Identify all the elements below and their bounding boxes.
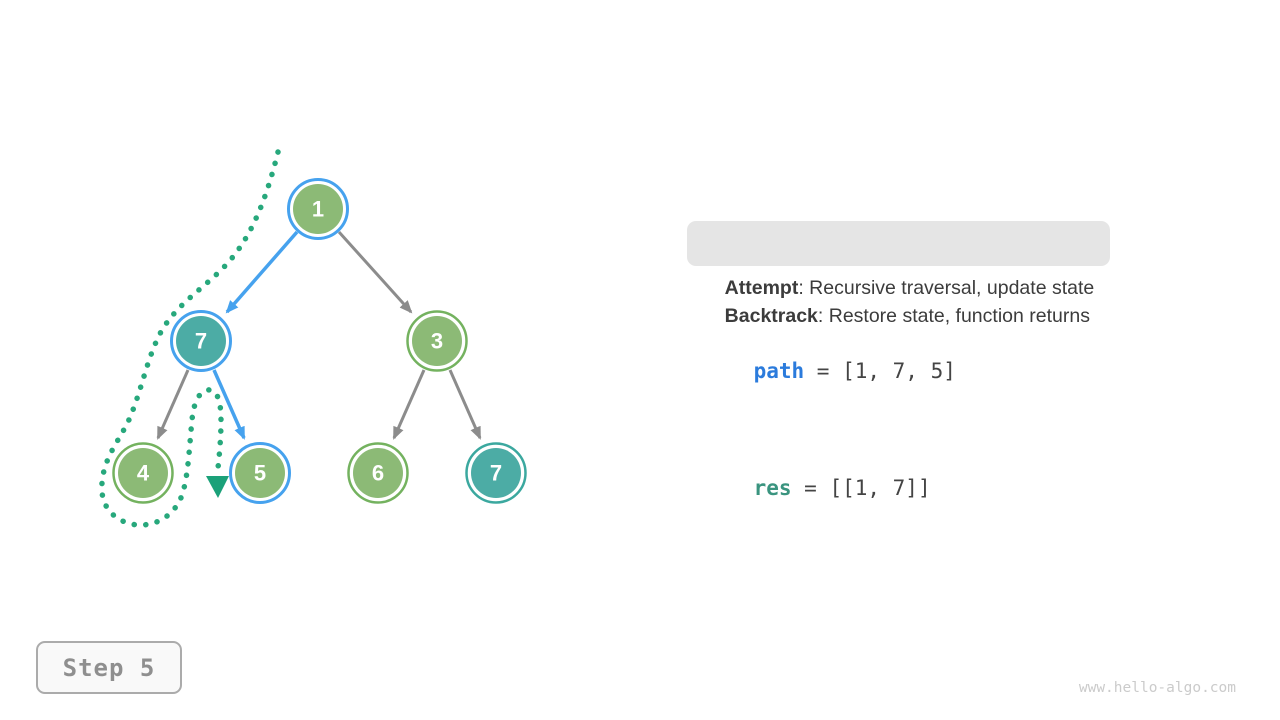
tree-node-6: 6 — [347, 442, 409, 504]
attempt-legend-badge: Attempt: Recursive traversal, update sta… — [687, 221, 1111, 299]
step-indicator: Step 5 — [36, 641, 182, 694]
attempt-label: Attempt — [724, 277, 799, 299]
tree-node-7-right-value: 7 — [490, 461, 502, 486]
site-watermark: www.hello-algo.com — [1078, 680, 1236, 696]
tree-node-3-value: 3 — [431, 329, 443, 354]
tree-node-1: 1 — [287, 178, 349, 240]
tree-node-7-left: 7 — [170, 310, 232, 372]
backtrack-trail-dotted-path — [99, 149, 281, 528]
attempt-text: : Recursive traversal, update state — [798, 277, 1095, 299]
res-variable-name: res — [753, 476, 792, 500]
edge-7-5 — [212, 369, 246, 440]
tree-node-5-value: 5 — [254, 461, 266, 486]
step-indicator-label: Step 5 — [62, 653, 156, 682]
trail-arrowhead-triangle — [206, 476, 229, 498]
res-state-line: res = [[1, 7]] — [703, 449, 931, 527]
edge-3-7 — [448, 369, 482, 440]
edge-1-3 — [337, 230, 413, 314]
backtrack-label: Backtrack — [724, 305, 818, 327]
tree-node-5: 5 — [229, 442, 291, 504]
tree-node-4-value: 4 — [137, 461, 150, 486]
backtrack-legend-line: Backtrack: Restore state, function retur… — [703, 283, 1090, 349]
path-state-line: path = [1, 7, 5] — [703, 332, 956, 410]
path-variable-name: path — [753, 359, 805, 383]
tree-node-3: 3 — [406, 310, 468, 372]
tree-node-7-right: 7 — [465, 442, 527, 504]
res-variable-value: = [[1, 7]] — [791, 476, 931, 500]
tree-node-7-left-value: 7 — [195, 329, 207, 354]
tree-node-4: 4 — [112, 442, 174, 504]
edge-7-4 — [156, 369, 190, 440]
backtrack-text: : Restore state, function returns — [817, 305, 1090, 327]
edge-1-7 — [225, 230, 299, 314]
edge-3-6 — [392, 369, 426, 440]
tree-node-1-value: 1 — [312, 197, 324, 222]
path-variable-value: = [1, 7, 5] — [804, 359, 956, 383]
tree-node-6-value: 6 — [372, 461, 384, 486]
